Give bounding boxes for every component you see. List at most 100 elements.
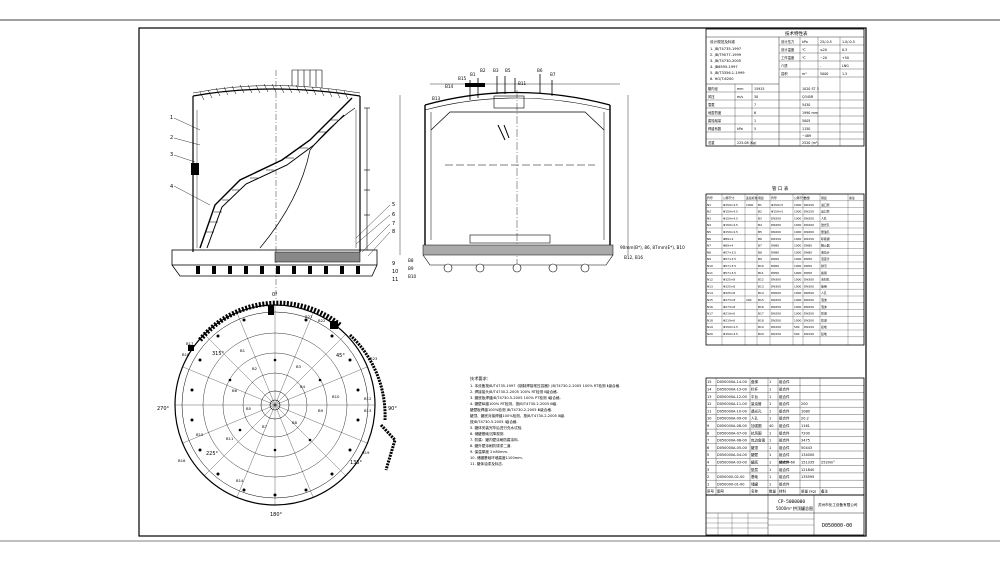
note-line-12: 9. 保温厚度 2×80mm.	[470, 449, 508, 454]
nozzle-cell: Φ57×3.5	[723, 271, 736, 275]
standard-3: 3. JB/T4730-2005	[710, 59, 741, 63]
parts-cell: D050000A-12-00	[717, 395, 747, 399]
nozzle-cell: Φ273×8	[723, 305, 735, 309]
nozzle-cell: DN500	[804, 291, 814, 295]
parts-cell: 储罐	[751, 481, 759, 486]
param-unit-7: m/s	[737, 95, 743, 99]
angle-0: 0°	[272, 292, 278, 298]
nozzle-header-2: 连接标准	[746, 195, 758, 200]
nozzle-cell: 备用	[821, 283, 827, 288]
nozzle-cell: DN80	[771, 250, 779, 254]
nozzle-header-1: 公称尺寸	[723, 195, 735, 200]
nozzle-cell: DN50	[771, 257, 779, 261]
nozzle-cell: 泡沫	[821, 304, 827, 309]
nozzle-cell: N5	[707, 230, 711, 234]
parts-cell: 200	[801, 402, 808, 406]
parts-cell: 1	[769, 388, 771, 392]
parts-cell: D050000A-04-00	[717, 453, 747, 457]
callout-5: 5	[392, 202, 395, 208]
parts-cell: 6	[707, 446, 709, 450]
parts-extra-cell: MMTP-60	[779, 461, 795, 465]
callout-7: 7	[392, 221, 395, 227]
param-value2-9: 1990 mm	[802, 111, 818, 115]
parts-cell: 15	[707, 380, 711, 384]
param-name-5: 容积	[781, 71, 788, 76]
parts-cell: 1	[769, 453, 771, 457]
parts-header-cell: 材料	[779, 489, 787, 494]
param-value2-8: 5430	[802, 103, 810, 107]
parts-cell: 12	[707, 402, 711, 406]
note-line-9: 6. 储罐基础沉降观测.	[470, 431, 504, 436]
plan-b11: B11	[226, 436, 234, 441]
parts-cell: 13	[707, 395, 711, 399]
nozzle-cell: B2	[758, 210, 762, 214]
param-value-13: 225.08 (Kg)	[737, 141, 756, 145]
nozzle-cell: 1000	[794, 318, 802, 322]
parts-cell: 5	[707, 453, 709, 457]
nozzle-cell: 1000	[794, 257, 802, 261]
param-unit-11: kPa	[737, 127, 743, 131]
nozzle-cell: 透光孔	[821, 222, 830, 227]
nozzle-cell: 1000	[794, 237, 802, 241]
plan-b12: B12	[364, 396, 372, 401]
nozzle-cell: N9	[707, 257, 711, 261]
nozzle-cell: 1000	[794, 271, 802, 275]
parts-header-cell: 名称	[751, 489, 759, 494]
drawing-code: CP-5000000	[778, 499, 805, 505]
nozzle-cell: N15	[707, 298, 713, 302]
nozzle-cell: Φ325×8	[723, 291, 735, 295]
param-name-9: 地震烈度	[708, 110, 722, 115]
param-name-13: 总重	[708, 140, 715, 145]
parts-cell: 11	[707, 409, 711, 413]
parts-cell: 罐底	[751, 460, 759, 465]
param-name-8: 雪载	[708, 102, 715, 107]
param-value2-3: +50	[842, 56, 849, 60]
param-value-2: ≤20	[820, 48, 827, 52]
nozzle-cell: DN500	[771, 291, 781, 295]
nozzle-cell: B6	[758, 237, 762, 241]
mark-b2: B2	[480, 68, 486, 73]
parts-cell: 1	[769, 380, 771, 384]
nozzle-header-3: 用途	[758, 195, 764, 200]
param-value2-5: 1.5	[842, 72, 847, 76]
param-value2-1: 1.0/-0.5	[842, 40, 855, 44]
nozzle-cell: N2	[707, 210, 711, 214]
nozzle-cell: 1000	[794, 312, 802, 316]
nozzle-cell: DN300	[771, 278, 781, 282]
parts-cell: 40	[769, 424, 773, 428]
parts-cell: 1	[769, 431, 771, 435]
nozzle-cell: Φ273×8	[723, 298, 735, 302]
nozzle-cell: B10	[758, 264, 764, 268]
note-line-8: 5. 罐体安装完毕后进行充水试验.	[470, 425, 522, 430]
parts-cell: 组合件	[779, 387, 790, 392]
parts-cell: 组合件	[779, 430, 790, 435]
angle-315: 315°	[212, 351, 225, 357]
parts-cell: 平台	[751, 394, 759, 399]
parts-cell: 1	[707, 482, 709, 486]
mark-b1: B1	[470, 72, 476, 77]
nozzle-cell: N17	[707, 312, 713, 316]
param-unit-6: mm	[737, 87, 743, 91]
parts-cell: 组合件	[779, 460, 790, 465]
mark-b6: B6	[537, 68, 543, 73]
nozzle-cell: DN200	[804, 312, 814, 316]
param-name-1: 设计压力	[781, 39, 794, 44]
nozzle-cell: 喷淋	[821, 311, 827, 316]
nozzle-cell: N8	[707, 250, 711, 254]
nozzle-cell: DN150	[804, 237, 814, 241]
parts-header-cell: 质量 (kg)	[801, 489, 817, 494]
parts-cell: 组合件	[779, 379, 790, 384]
nozzle-cell: 液位计	[821, 249, 830, 254]
callout-11: 11	[392, 277, 398, 283]
parts-cell: 1	[769, 409, 771, 413]
mark-b14: B14	[445, 84, 454, 89]
param-value2-6: 1020 ST 3	[802, 87, 819, 91]
nozzle-cell: Φ57×3.5	[723, 257, 736, 261]
nozzle-cell: DN250	[771, 305, 781, 309]
plan-b16: B16	[178, 458, 186, 463]
parts-cell: 抗风圈	[751, 430, 762, 435]
tank-elevation-left: 1 2 3 4 5 6 7 8 9 10 11	[170, 69, 398, 300]
nozzle-cell: DN150	[804, 203, 814, 207]
standard-5: 5. JB/T3356.1-1999	[710, 71, 745, 75]
nozzle-cell: N11	[707, 271, 713, 275]
